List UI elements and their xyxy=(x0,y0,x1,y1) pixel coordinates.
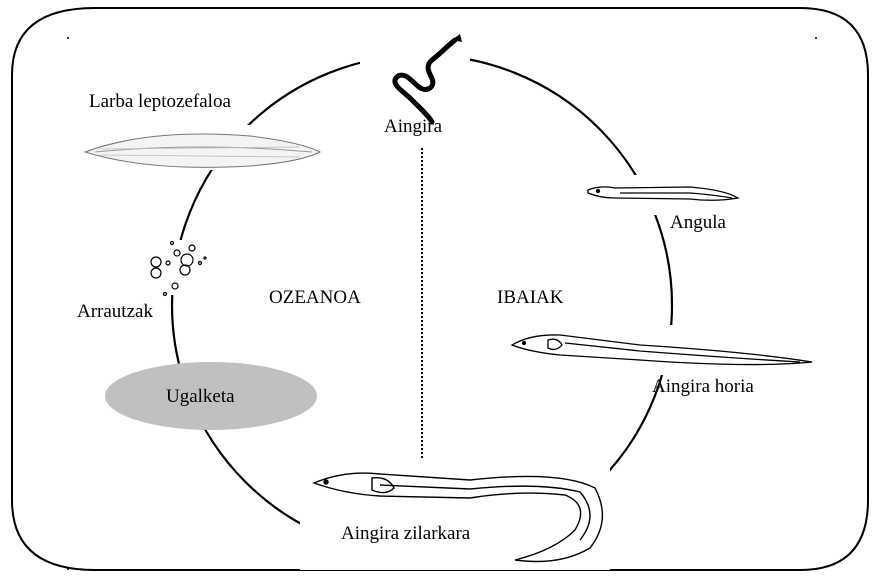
glass-eel-label: Angula xyxy=(670,213,726,232)
yellow-eel-label: Aingira horia xyxy=(652,377,754,396)
eggs-label: Arrautzak xyxy=(77,302,153,321)
adult-eel-label: Aingira xyxy=(384,117,442,136)
silver-eel-label: Aingira zilarkara xyxy=(341,524,470,543)
ocean-zone-label: OZEANOA xyxy=(269,288,361,307)
larva-label: Larba leptozefaloa xyxy=(89,92,231,111)
rivers-zone-label: IBAIAK xyxy=(497,288,564,307)
spawning-label: Ugalketa xyxy=(166,387,235,406)
